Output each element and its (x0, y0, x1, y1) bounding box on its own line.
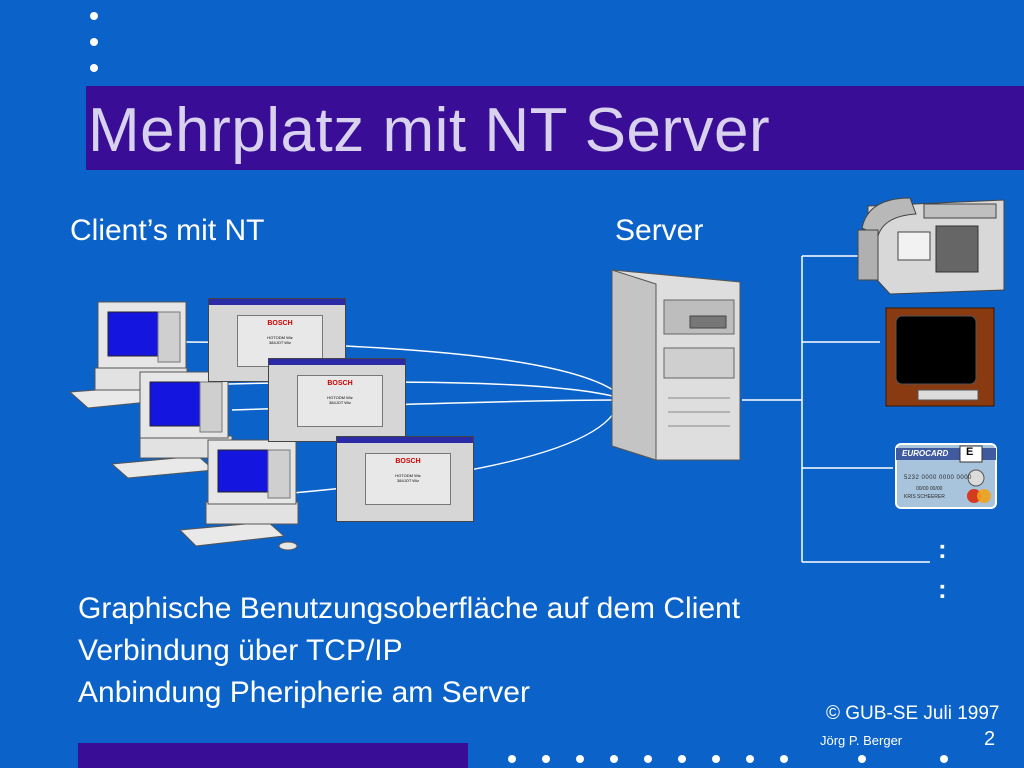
screen-text: 384JOT Wiz (329, 400, 351, 405)
decor-dot (508, 755, 516, 763)
screen-text: HOTODM Wiz (395, 473, 421, 478)
title-band (86, 86, 1024, 170)
server-label: Server (615, 214, 704, 247)
continuation-marker: : (938, 534, 947, 564)
page-number: 2 (984, 728, 996, 750)
decor-dot (746, 755, 754, 763)
screen-text: HOTODM Wiz (327, 395, 353, 400)
screen-text: 384JOT Wiz (269, 340, 291, 345)
peripheral-bus (742, 255, 930, 563)
decor-dot (576, 755, 584, 763)
credit-card-icon (895, 443, 997, 509)
decor-dot (858, 755, 866, 763)
card-dates: 00/00 00/00 (916, 486, 943, 492)
card-brand: EUROCARD (902, 449, 949, 458)
decor-dot (940, 755, 948, 763)
clients-label: Client’s mit NT (70, 214, 265, 247)
client-computer (178, 439, 299, 551)
client-computer (110, 371, 233, 479)
bullet-list: Graphische Benutzungsoberfläche auf dem … (78, 588, 740, 714)
bullet-item: Anbindung Pheripherie am Server (78, 676, 530, 709)
decor-dot (90, 38, 98, 46)
decor-dot (678, 755, 686, 763)
decor-dot (90, 12, 98, 20)
screen-text: HOTODM Wiz (267, 335, 293, 340)
card-number: 5232 0000 0000 0000 (904, 475, 972, 481)
app-window-screenshot: BOSCH HOTODM Wiz 384JOT Wiz (268, 358, 406, 442)
footer-band (78, 743, 468, 768)
television-icon (885, 307, 995, 407)
card-logo-letter: E (966, 446, 974, 458)
slide-title: Mehrplatz mit NT Server (88, 96, 771, 165)
app-window-screenshot: BOSCH HOTODM Wiz 384JOT Wiz (336, 436, 474, 522)
bullet-item: Graphische Benutzungsoberfläche auf dem … (78, 592, 741, 625)
decor-dot (644, 755, 652, 763)
screen-text: 384JOT Wiz (397, 478, 419, 483)
telephone-icon (857, 197, 1005, 295)
bullet-item: Verbindung über TCP/IP (78, 634, 403, 667)
bosch-logo-text: BOSCH (327, 380, 353, 387)
decor-dot (780, 755, 788, 763)
server-tower (611, 269, 741, 461)
bosch-logo-text: BOSCH (395, 458, 421, 465)
decor-dot (542, 755, 550, 763)
copyright-notice: © GUB-SE Juli 1997 (826, 703, 1000, 724)
decor-dot (90, 64, 98, 72)
card-holder: KRIS SCHEERER (904, 494, 945, 500)
decor-dot (610, 755, 618, 763)
author-name: Jörg P. Berger (820, 733, 903, 748)
bosch-logo-text: BOSCH (267, 320, 293, 327)
decor-dot (712, 755, 720, 763)
continuation-marker: : (938, 574, 947, 604)
